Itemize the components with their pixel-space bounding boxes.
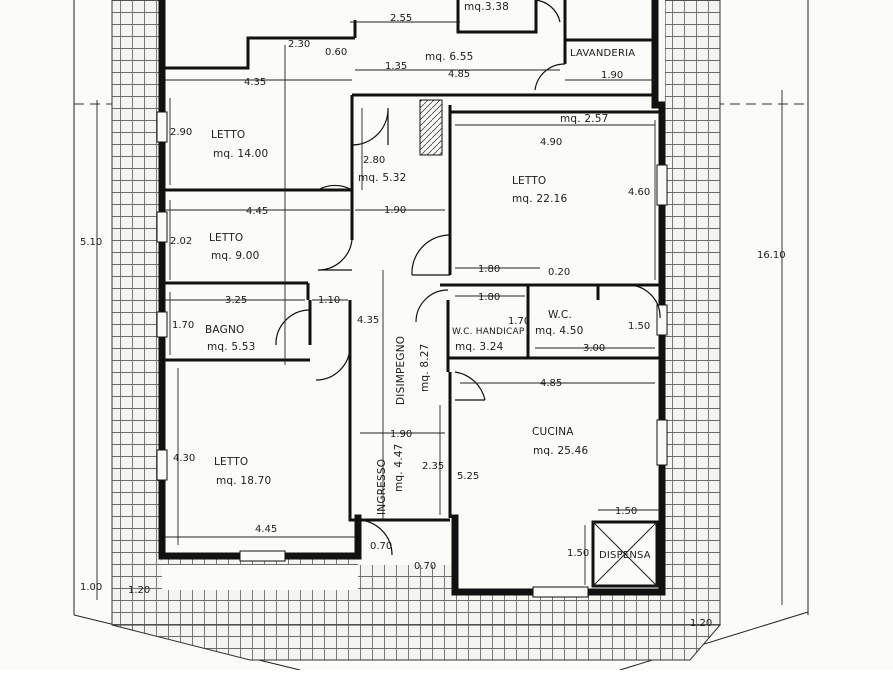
dim-label: 1.10 (318, 295, 340, 306)
dim-label: 16.10 (757, 250, 786, 261)
dim-label: 1.50 (615, 506, 637, 517)
dim-label: 1.90 (390, 429, 412, 440)
room-area-bagno: mq. 5.53 (207, 341, 256, 353)
room-name-letto-4: LETTO (512, 175, 546, 187)
room-area-ingresso: mq. 4.47 (393, 443, 405, 492)
dim-label: 4.60 (628, 187, 650, 198)
dim-label: 0.70 (414, 561, 436, 572)
dim-label: 4.85 (540, 378, 562, 389)
room-area-letto-1: mq. 14.00 (213, 148, 268, 160)
dim-label: 2.80 (363, 155, 385, 166)
room-area-letto-2: mq. 9.00 (211, 250, 260, 262)
dimension-labels: 2.55 2.30 0.60 1.35 4.85 1.90 4.35 2.90 … (80, 13, 786, 629)
dim-label: 4.30 (173, 453, 195, 464)
room-area-corridor: mq. 6.55 (425, 51, 474, 63)
room-area-closet: mq. 2.57 (560, 113, 609, 125)
room-name-letto-3: LETTO (214, 456, 248, 468)
dim-label: 1.80 (478, 292, 500, 303)
dimension-lines (96, 21, 783, 605)
dim-label: 4.85 (448, 69, 470, 80)
room-area-top: mq.3.38 (464, 1, 509, 13)
dim-label: 1.80 (478, 264, 500, 275)
dim-label: 1.90 (384, 205, 406, 216)
dim-label: 2.02 (170, 236, 192, 247)
dim-label: 4.45 (255, 524, 277, 535)
dim-label: 1.70 (172, 320, 194, 331)
room-name-letto-1: LETTO (211, 129, 245, 141)
room-name-bagno: BAGNO (205, 324, 244, 336)
dim-label: 0.60 (325, 47, 347, 58)
walls (158, 0, 666, 596)
building-interior (162, 0, 665, 595)
room-name-ingresso: INGRESSO (376, 459, 388, 515)
room-area-cucina: mq. 25.46 (533, 445, 589, 457)
room-area-letto-3: mq. 18.70 (216, 475, 271, 487)
dim-label: 3.00 (583, 343, 605, 354)
doors (275, 0, 661, 556)
room-name-dispensa: DISPENSA (599, 550, 651, 561)
dim-label: 1.00 (80, 582, 102, 593)
dim-label: 1.20 (128, 585, 150, 596)
dim-label: 1.90 (601, 70, 623, 81)
dim-label: 2.90 (170, 127, 192, 138)
dim-label: 5.10 (80, 237, 102, 248)
room-area-letto-4: mq. 22.16 (512, 193, 568, 205)
room-name-lavanderia: LAVANDERIA (570, 48, 635, 59)
dim-label: 1.50 (628, 321, 650, 332)
dim-label: 2.55 (390, 13, 412, 24)
dim-label: 2.30 (288, 39, 310, 50)
dim-label: 1.70 (508, 316, 530, 327)
dim-label: 4.35 (244, 77, 266, 88)
room-area-disimpegno: mq. 8.27 (419, 343, 431, 392)
room-name-letto-2: LETTO (209, 232, 243, 244)
dim-label: 1.35 (385, 61, 407, 72)
dim-label: 1.20 (690, 618, 712, 629)
dim-label: 4.90 (540, 137, 562, 148)
dim-label: 1.50 (567, 548, 589, 559)
room-name-cucina: CUCINA (532, 426, 574, 438)
dim-label: 4.35 (357, 315, 379, 326)
room-name-wc: W.C. (548, 309, 572, 321)
dim-label: 4.45 (246, 206, 268, 217)
dim-label: 0.20 (548, 267, 570, 278)
room-labels: LETTO mq. 14.00 LETTO mq. 9.00 BAGNO mq.… (205, 1, 651, 561)
room-area-passage: mq. 5.32 (358, 172, 407, 184)
room-name-disimpegno: DISIMPEGNO (395, 336, 407, 405)
dim-label: 5.25 (457, 471, 479, 482)
windows (156, 99, 668, 598)
dim-label: 0.70 (370, 541, 392, 552)
room-area-wc-handicap: mq. 3.24 (455, 341, 504, 353)
room-name-wc-handicap: W.C. HANDICAP (452, 327, 525, 337)
dim-label: 3.25 (225, 295, 247, 306)
room-area-wc: mq. 4.50 (535, 325, 584, 337)
dim-label: 2.35 (422, 461, 444, 472)
